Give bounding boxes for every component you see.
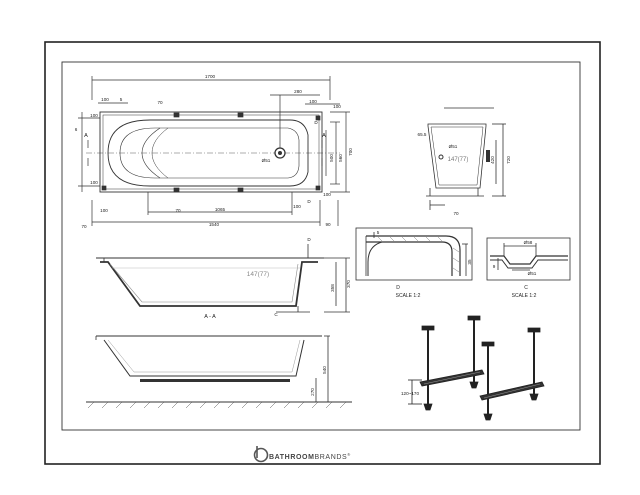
end-dim-70: 70 xyxy=(453,211,459,216)
detail-d-mark: D xyxy=(307,237,311,242)
section-title: A - A xyxy=(204,314,216,320)
dim-foot-90: 90 xyxy=(325,222,331,227)
waste-diameter: Ø51 xyxy=(262,158,271,163)
legs-labels: 120~170 xyxy=(401,391,419,396)
detail-d-dim-5: 5 xyxy=(377,230,380,235)
dim-corner-5: 5 xyxy=(120,97,123,102)
detail-d-mark-top: D xyxy=(314,120,318,125)
detail-c-labels: Ø58 Ø51 9 C SCALE 1:2 xyxy=(493,240,537,299)
detail-c xyxy=(486,237,571,281)
section-capacity: 147(77) xyxy=(247,271,269,278)
dim-overall-length: 1700 xyxy=(205,74,216,79)
section-labels: A - A 147(77) 358 370 C D xyxy=(204,237,351,320)
inner-frame xyxy=(61,61,581,431)
detail-c-scale: SCALE 1:2 xyxy=(512,293,537,299)
section-mark-left: A xyxy=(84,133,88,139)
section-mark-right: A xyxy=(322,133,326,139)
dim-bottom-70: 70 xyxy=(175,208,181,213)
dim-560: 560 xyxy=(338,154,343,162)
dim-foot-70: 70 xyxy=(81,224,87,229)
detail-c-dim-9: 9 xyxy=(493,264,496,269)
brand-logo: BATHROOMBRANDS® xyxy=(253,446,351,463)
detail-d-title: D xyxy=(396,285,400,291)
dim-65-5: 65.5 xyxy=(418,132,427,137)
end-waste-dia: Ø51 xyxy=(449,144,458,149)
dim-700: 700 xyxy=(348,148,353,156)
dim-100-br-b: 100 xyxy=(323,192,331,197)
detail-d-scale: SCALE 1:2 xyxy=(396,293,421,299)
detail-d xyxy=(355,227,473,281)
dim-waste-offset: 280 xyxy=(294,89,302,94)
dim-100-bl: 100 xyxy=(100,208,108,213)
end-view xyxy=(426,107,506,210)
dim-100-left-bottom: 100 xyxy=(90,180,98,185)
brand-name: BATHROOMBRANDS® xyxy=(269,452,351,461)
dim-100-tr-a: 100 xyxy=(309,99,317,104)
dim-70-top: 70 xyxy=(157,100,163,105)
dim-100-left-top: 100 xyxy=(90,113,98,118)
plan-view xyxy=(78,76,350,226)
leg-set xyxy=(408,315,545,421)
brand-mark-icon xyxy=(253,447,269,463)
end-capacity: 147(77) xyxy=(448,157,469,163)
dim-1540: 1540 xyxy=(209,222,220,227)
dim-100-tr-b: 100 xyxy=(333,104,341,109)
detail-c-dim-51: Ø51 xyxy=(528,271,537,276)
dim-left-6: 6 xyxy=(75,127,78,132)
detail-c-title: C xyxy=(524,285,528,291)
dim-720: 720 xyxy=(506,156,511,164)
dim-420: 420 xyxy=(490,156,495,164)
detail-d-labels: 5 35 D SCALE 1:2 xyxy=(377,230,472,299)
dim-358: 358 xyxy=(330,284,335,292)
end-view-labels: 65.5 420 720 70 Ø51 147(77) xyxy=(418,132,511,216)
plan-labels: 1700 280 100 5 70 100 100 100 6 A 100 10… xyxy=(75,74,353,229)
dim-corner-tl: 100 xyxy=(101,97,109,102)
dim-270: 270 xyxy=(310,388,315,396)
section-a-a xyxy=(96,244,350,313)
elevation-labels: 540 270 xyxy=(310,366,327,396)
detail-d-dim-35: 35 xyxy=(467,259,472,265)
dim-500: 500 xyxy=(329,154,334,162)
leg-height-range: 120~170 xyxy=(401,391,419,396)
detail-c-mark: C xyxy=(274,312,278,317)
dim-1065: 1065 xyxy=(215,207,226,212)
detail-d-mark-bottom: D xyxy=(307,199,311,204)
elevation-view xyxy=(86,335,352,409)
dim-100-br-a: 100 xyxy=(293,204,301,209)
dim-540: 540 xyxy=(322,366,327,374)
dim-370: 370 xyxy=(346,280,351,288)
detail-c-dim-58: Ø58 xyxy=(524,240,533,245)
outer-frame xyxy=(44,41,601,465)
